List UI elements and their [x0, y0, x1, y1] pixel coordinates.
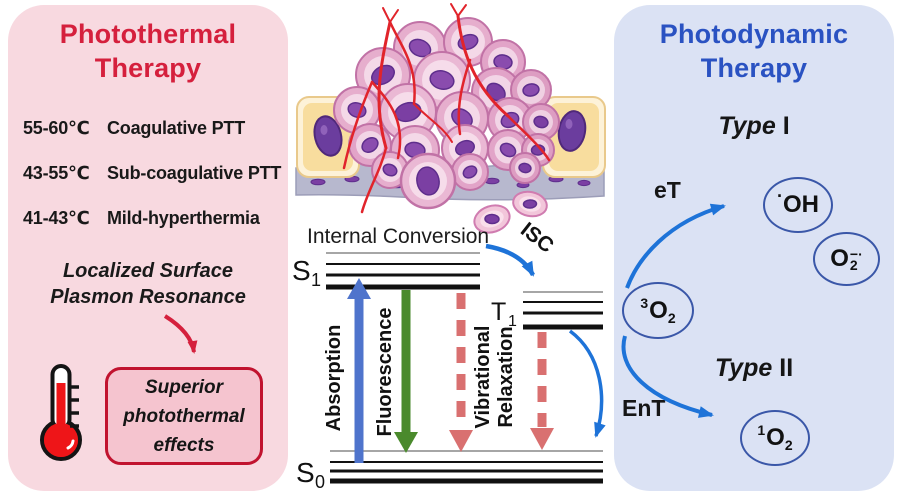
- internal-conversion-label: Internal Conversion: [307, 225, 489, 248]
- superoxide-sub: 2: [849, 257, 858, 273]
- energy-transfer-label: EnT: [622, 395, 666, 421]
- triplet-sub: 2: [667, 309, 676, 326]
- absorption-arrow: [347, 278, 371, 463]
- isc-arrow: [485, 243, 535, 277]
- photothermal-panel: Photothermal Therapy 55-60℃ Coagulative …: [8, 5, 288, 491]
- s0-label-sub: 0: [315, 472, 325, 492]
- lspr-line2: Plasmon Resonance: [50, 286, 246, 308]
- t1-label-sub: 1: [508, 313, 517, 330]
- effect-line2: photothermal: [123, 406, 245, 427]
- lspr-line1: Localized Surface: [62, 260, 234, 282]
- temp-row-subcoagulative: 43-55℃ Sub-coagulative PTT: [23, 163, 283, 184]
- superoxide-chip: O−·2: [813, 232, 880, 286]
- escaping-cell-large: [399, 152, 457, 210]
- type-2-numeral: II: [779, 354, 794, 382]
- t1-to-s0-arrow: [568, 329, 606, 438]
- vibrational-relaxation-arrow-2: [530, 332, 554, 450]
- type-1-word: Type: [718, 112, 776, 140]
- escaped-cell-2: [512, 190, 548, 218]
- t1-label: T: [491, 298, 506, 326]
- tumor-cells: [333, 17, 560, 210]
- jablonski-diagram: Internal Conversion S 1 T 1: [292, 218, 606, 492]
- superior-effects-box: Superior photothermal effects: [105, 367, 263, 465]
- vibrational-relaxation-label-line2: Relaxation: [495, 326, 517, 427]
- photodynamic-title-line1: Photodynamic: [659, 19, 849, 49]
- photothermal-title: Photothermal Therapy: [8, 17, 288, 85]
- fluorescence-arrow: [394, 290, 418, 453]
- radical-dot: ·: [777, 185, 783, 206]
- tumor-illustration: [295, 3, 606, 234]
- s0-levels: [330, 450, 603, 484]
- escaped-cell-1: [473, 204, 511, 234]
- singlet-sup: 1: [757, 422, 766, 438]
- temp-label: Coagulative PTT: [107, 118, 246, 138]
- photothermal-title-line2: Therapy: [94, 53, 202, 83]
- s1-levels: [326, 252, 480, 290]
- basement-membrane: [295, 162, 605, 201]
- temp-range: 55-60℃: [23, 118, 90, 138]
- vibrational-relaxation-arrow-1: [449, 293, 473, 452]
- hydroxyl-radical-chip: ·OH: [763, 177, 833, 233]
- membrane-nuclei: [310, 175, 591, 189]
- fluorescence-label: Fluorescence: [374, 308, 396, 437]
- singlet-base: O: [766, 424, 785, 451]
- s0-label: S: [296, 457, 315, 488]
- lspr-caption: Localized Surface Plasmon Resonance: [8, 258, 288, 310]
- triplet-base: O: [649, 296, 668, 324]
- hydroxyl-formula: OH: [783, 191, 819, 218]
- superoxide-base: O: [830, 245, 849, 272]
- temp-range: 41-43℃: [23, 208, 90, 228]
- absorption-label: Absorption: [323, 325, 345, 432]
- vibrational-relaxation-label-line1: Vibrational: [472, 326, 494, 429]
- singlet-sub: 2: [784, 437, 793, 453]
- s1-label-sub: 1: [311, 270, 321, 290]
- effect-line3: effects: [153, 435, 215, 456]
- s1-label: S: [292, 255, 311, 286]
- superoxide-sup: −·: [849, 246, 863, 262]
- isc-label: ISC: [516, 218, 558, 258]
- blood-vessels: [342, 3, 551, 214]
- temp-range: 43-55℃: [23, 163, 90, 183]
- type-1-numeral: I: [782, 112, 790, 140]
- temp-label: Sub-coagulative PTT: [107, 163, 282, 183]
- temp-row-mild-hyperthermia: 41-43℃ Mild-hyperthermia: [23, 208, 283, 229]
- temp-label: Mild-hyperthermia: [107, 208, 260, 228]
- triplet-sup: 3: [640, 294, 649, 311]
- t1-levels: [523, 291, 603, 330]
- electron-transfer-label: eT: [654, 177, 681, 203]
- photodynamic-title-line2: Therapy: [700, 53, 808, 83]
- healthy-tissue-left: [296, 96, 360, 178]
- temp-row-coagulative: 55-60℃ Coagulative PTT: [23, 118, 283, 139]
- photodynamic-title: Photodynamic Therapy: [614, 17, 894, 85]
- effect-line1: Superior: [144, 377, 224, 398]
- photothermal-title-line1: Photothermal: [59, 19, 237, 49]
- type-2-word: Type: [714, 354, 773, 382]
- healthy-tissue-right: [542, 96, 606, 178]
